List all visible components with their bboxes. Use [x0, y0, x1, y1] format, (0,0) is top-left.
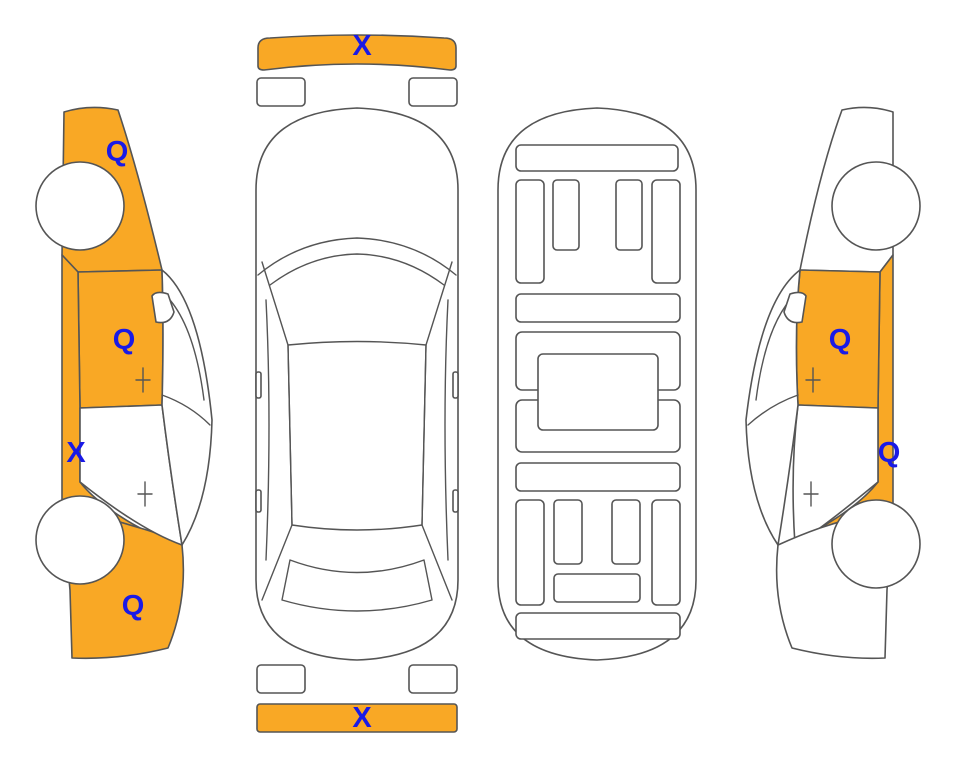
front-right-headlight: [408, 77, 458, 107]
left-rear-quarter-marker: Q: [122, 590, 145, 622]
underbody-front-right-inner: [615, 179, 643, 251]
underbody-mid-rear-crossmember: [515, 462, 681, 492]
right-rear-wheel: [831, 499, 921, 589]
underbody-front-right-rail: [651, 179, 681, 284]
left-rear-wheel: [35, 495, 125, 585]
left-front-fender-marker: Q: [106, 136, 129, 168]
right-side-glass-area: [745, 269, 801, 546]
underbody-rear-crossmember: [515, 612, 681, 640]
left-side-b-pillar: [161, 394, 211, 426]
underbody-rear-right-inner: [611, 499, 641, 565]
top-view-left-handle: [255, 489, 262, 513]
top-view-windshield-inner: [269, 253, 445, 286]
left-front-door-marker: Q: [113, 324, 136, 356]
front-bumper-panel[interactable]: [257, 34, 457, 71]
left-front-door-handle: [135, 367, 151, 393]
right-front-wheel: [831, 161, 921, 251]
underbody-rear-left-inner: [553, 499, 583, 565]
top-view-left-pillar: [261, 261, 293, 601]
left-front-wheel: [35, 161, 125, 251]
left-side-mirror: [151, 291, 175, 324]
top-view-right-handle: [452, 489, 459, 513]
left-rocker-marker: X: [66, 437, 86, 469]
right-front-door-marker: Q: [829, 324, 852, 356]
right-side-mirror: [783, 291, 807, 324]
front-bumper-marker: X: [352, 30, 372, 62]
top-view-body[interactable]: [255, 107, 459, 661]
right-side-view: Q Q: [745, 106, 921, 660]
underbody-front-crossmember: [515, 144, 679, 172]
top-view-rear-window: [281, 559, 433, 612]
rear-left-taillight: [256, 664, 306, 694]
top-view-left-mirror: [255, 371, 262, 399]
underbody-mid-front-crossmember: [515, 293, 681, 323]
right-front-door-handle: [805, 367, 821, 393]
front-left-headlight: [256, 77, 306, 107]
underbody-view: [497, 107, 697, 661]
top-view-windshield: [257, 237, 457, 276]
left-side-view: Q Q X Q: [35, 106, 213, 660]
rear-bumper-marker: X: [352, 702, 372, 734]
underbody-rear-axle-panel: [553, 573, 641, 603]
top-view: [255, 107, 459, 661]
right-rear-door-handle: [803, 481, 819, 507]
underbody-front-left-rail: [515, 179, 545, 284]
top-view-right-side-glass: [444, 299, 449, 561]
top-view-right-pillar: [421, 261, 453, 601]
underbody-front-left-inner: [552, 179, 580, 251]
underbody-rear-left-rail: [515, 499, 545, 606]
left-side-glass-line: [169, 299, 205, 401]
top-view-right-mirror: [452, 371, 459, 399]
right-rocker-marker: Q: [878, 437, 901, 469]
front-bumper[interactable]: X: [257, 30, 457, 71]
left-rear-door-handle: [137, 481, 153, 507]
right-side-b-pillar: [747, 394, 799, 426]
rear-bumper[interactable]: X: [256, 702, 458, 734]
top-view-left-side-glass: [265, 299, 270, 561]
rear-bumper-panel[interactable]: [256, 703, 458, 733]
underbody-center-tunnel: [537, 353, 659, 431]
rear-right-taillight: [408, 664, 458, 694]
underbody-rear-right-rail: [651, 499, 681, 606]
